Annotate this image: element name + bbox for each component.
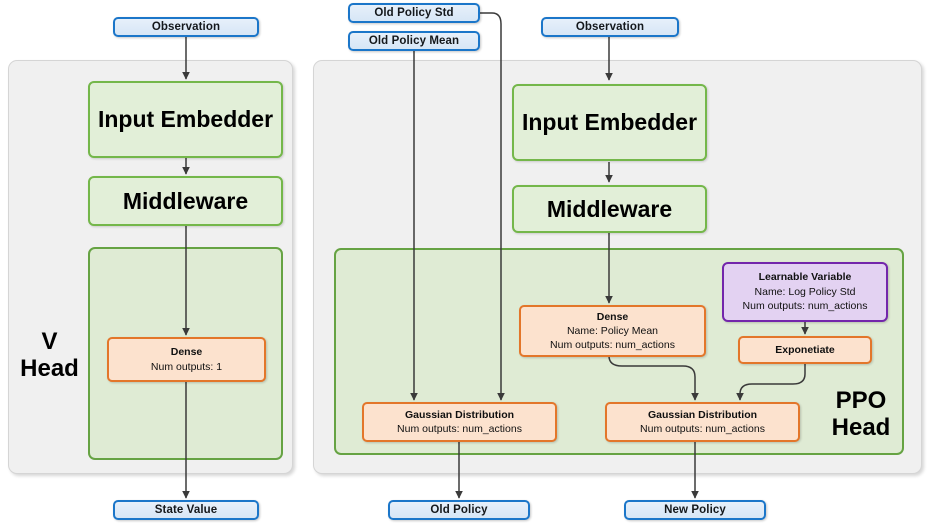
io-observation-ppo-head-label: Observation xyxy=(575,21,645,33)
module-input-embedder-v-head[interactable]: Input Embedder xyxy=(88,81,283,158)
variable-log-policy-std-title: Learnable Variable xyxy=(758,270,852,283)
variable-log-policy-std-num-outputs: Num outputs: num_actions xyxy=(742,300,868,313)
module-input-embedder-ppo-head-label: Input Embedder xyxy=(521,109,698,135)
op-gaussian-distribution-new-num-outputs: Num outputs: num_actions xyxy=(640,423,765,435)
op-gaussian-distribution-old-title: Gaussian Distribution xyxy=(404,408,515,421)
io-old-policy-std-label: Old Policy Std xyxy=(374,7,454,19)
io-old-policy[interactable]: Old Policy xyxy=(388,500,530,520)
v-head-group-label-line1: V xyxy=(41,328,58,355)
op-dense-policy-mean-num-outputs: Num outputs: num_actions xyxy=(550,339,675,352)
io-observation-v-head-label: Observation xyxy=(151,21,221,33)
v-head-group-label-line2: Head xyxy=(20,354,79,382)
op-gaussian-distribution-new[interactable]: Gaussian Distribution Num outputs: num_a… xyxy=(605,402,800,442)
io-state-value[interactable]: State Value xyxy=(113,500,259,520)
io-observation-v-head[interactable]: Observation xyxy=(113,17,259,37)
io-observation-ppo-head[interactable]: Observation xyxy=(541,17,679,37)
io-new-policy[interactable]: New Policy xyxy=(624,500,766,520)
io-state-value-label: State Value xyxy=(154,504,218,516)
module-middleware-v-head[interactable]: Middleware xyxy=(88,176,283,226)
module-middleware-v-head-label: Middleware xyxy=(122,187,249,214)
module-input-embedder-v-head-label: Input Embedder xyxy=(97,106,274,132)
op-exponetiate-title: Exponetiate xyxy=(775,343,835,356)
op-dense-policy-mean-title: Dense xyxy=(596,310,629,323)
module-input-embedder-ppo-head[interactable]: Input Embedder xyxy=(512,84,707,161)
op-dense-v-head-title: Dense xyxy=(170,346,203,359)
op-gaussian-distribution-old[interactable]: Gaussian Distribution Num outputs: num_a… xyxy=(362,402,557,442)
io-old-policy-std[interactable]: Old Policy Std xyxy=(348,3,480,23)
module-middleware-ppo-head[interactable]: Middleware xyxy=(512,185,707,233)
io-old-policy-mean[interactable]: Old Policy Mean xyxy=(348,31,480,51)
io-old-policy-mean-label: Old Policy Mean xyxy=(368,35,460,47)
module-middleware-ppo-head-label: Middleware xyxy=(546,195,673,222)
op-dense-policy-mean-name: Name: Policy Mean xyxy=(566,324,659,337)
op-gaussian-distribution-old-num-outputs: Num outputs: num_actions xyxy=(397,423,522,435)
op-dense-v-head[interactable]: Dense Num outputs: 1 xyxy=(107,337,266,382)
op-exponetiate[interactable]: Exponetiate xyxy=(738,336,872,364)
ppo-head-group-label: PPO Head xyxy=(818,387,904,442)
ppo-head-group-label-line1: PPO xyxy=(835,387,887,414)
v-head-group-label: V Head xyxy=(12,328,87,383)
io-old-policy-label: Old Policy xyxy=(430,504,488,516)
ppo-head-group-label-line2: Head xyxy=(831,413,891,441)
variable-log-policy-std-name: Name: Log Policy Std xyxy=(754,285,856,298)
op-dense-v-head-num-outputs: Num outputs: 1 xyxy=(150,360,223,373)
op-dense-policy-mean[interactable]: Dense Name: Policy Mean Num outputs: num… xyxy=(519,305,706,357)
io-new-policy-label: New Policy xyxy=(664,504,726,516)
variable-log-policy-std[interactable]: Learnable Variable Name: Log Policy Std … xyxy=(722,262,888,322)
op-gaussian-distribution-new-title: Gaussian Distribution xyxy=(647,408,758,421)
